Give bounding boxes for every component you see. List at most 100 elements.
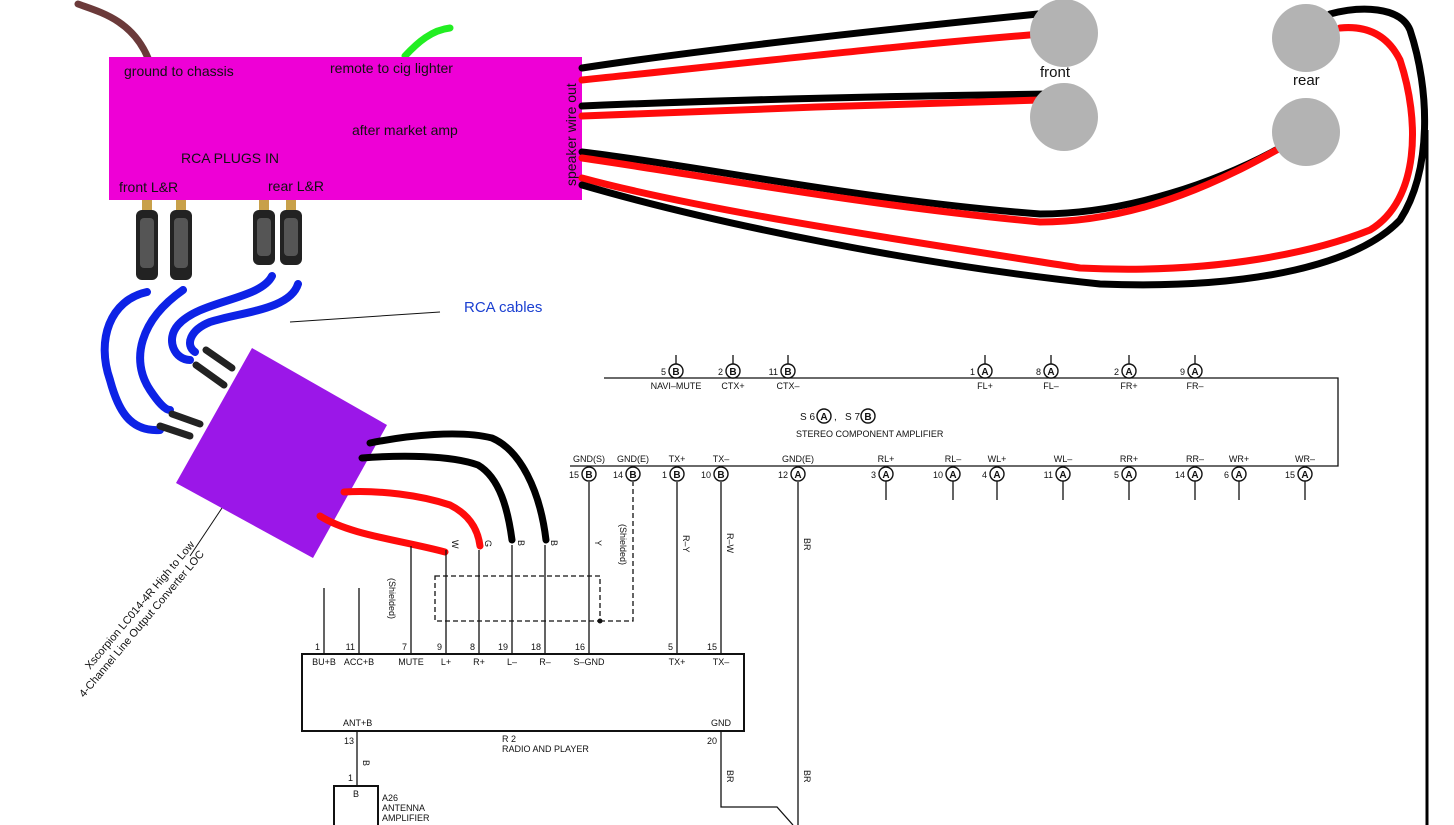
- pin-label: RR–: [1186, 454, 1204, 464]
- pin-conn: A: [949, 470, 956, 481]
- pin-label: FL–: [1043, 381, 1059, 391]
- antenna-conn: B: [353, 789, 359, 799]
- wire-tag-br2: BR: [725, 770, 735, 783]
- pin-conn: A: [981, 367, 988, 378]
- stereo-amp-bottom-pin: GND(S)B15: [569, 454, 605, 482]
- pin-label: GND(E): [617, 454, 649, 464]
- pin-number: 9: [437, 642, 442, 652]
- pin-number: 14: [613, 470, 623, 480]
- wire-tag-br1: BR: [802, 538, 812, 551]
- pin-label: L–: [507, 657, 517, 667]
- pin-conn: B: [729, 367, 736, 378]
- pin-number: 10: [701, 470, 711, 480]
- stereo-amp-bottom-pin: RR+A5: [1114, 454, 1138, 500]
- ground-label: ground to chassis: [124, 63, 234, 79]
- pin-conn: B: [673, 470, 680, 481]
- stereo-amp-bottom-pin: WR+A6: [1224, 454, 1249, 500]
- pin-conn: B: [672, 367, 679, 378]
- stereo-amp-s6-conn: A: [820, 412, 827, 423]
- rca-plug-front-l: [136, 200, 158, 280]
- pin-label: CTX–: [776, 381, 799, 391]
- pin-conn: B: [717, 470, 724, 481]
- pin-conn: A: [882, 470, 889, 481]
- pin-conn: A: [794, 470, 801, 481]
- pin-conn: B: [585, 470, 592, 481]
- remote-label: remote to cig lighter: [330, 60, 453, 76]
- pin-conn: A: [1301, 470, 1308, 481]
- wire-tag-w: W: [450, 540, 460, 549]
- pin-label: TX+: [669, 454, 686, 464]
- pin-number: 15: [1285, 470, 1295, 480]
- stereo-amp-bottom-pin: WL+A4: [982, 454, 1006, 500]
- rca-plug-front-r: [170, 200, 192, 280]
- converter-input-plugs: [156, 346, 236, 440]
- antenna-line2: AMPLIFIER: [382, 813, 430, 823]
- pin-number: 11: [1044, 470, 1053, 480]
- pin-number: 15: [569, 470, 579, 480]
- antenna-pin: 1: [348, 773, 353, 783]
- radio-pin: 16S–GND: [573, 642, 605, 667]
- rca-cables-pointer: [289, 311, 441, 323]
- pin-number: 4: [982, 470, 987, 480]
- rear-lr-label: rear L&R: [268, 178, 324, 194]
- pin-number: 1: [662, 470, 667, 480]
- radio-pin: 9L+: [437, 642, 451, 667]
- pin-number: 1: [970, 367, 975, 377]
- pin-label: RL–: [945, 454, 962, 464]
- pin-number: 2: [718, 367, 723, 377]
- pin-conn: A: [1059, 470, 1066, 481]
- pin-number: 12: [778, 470, 788, 480]
- front-lr-label: front L&R: [119, 179, 178, 195]
- radio-name: RADIO AND PLAYER: [502, 744, 589, 754]
- stereo-amp-s6: S 6: [800, 412, 815, 423]
- rca-cables-label: RCA cables: [464, 299, 542, 316]
- pin-conn: B: [784, 367, 791, 378]
- rca-plug-rear-l: [253, 200, 275, 265]
- antenna-amplifier-box: [333, 785, 379, 825]
- radio-pin: 8R+: [470, 642, 485, 667]
- antenna-id: A26: [382, 793, 398, 803]
- stereo-amp-top-pins: B5NAVI–MUTEB2CTX+B11CTX–A1FL+A8FL–A2FR+A…: [651, 355, 1204, 391]
- rca-in-label: RCA PLUGS IN: [181, 150, 279, 166]
- pin-number: 2: [1114, 367, 1119, 377]
- wire-tag-y: Y: [593, 540, 603, 546]
- wire-tag-ry: R–Y: [681, 535, 691, 553]
- pin-number: 16: [575, 642, 585, 652]
- radio-pin: 19L–: [498, 642, 517, 667]
- radio-ant-num: 13: [344, 736, 354, 746]
- converter-output-wires: [316, 430, 550, 556]
- pin-label: WL+: [988, 454, 1007, 464]
- shielded-label-2: (Shielded): [387, 578, 397, 619]
- pin-number: 6: [1224, 470, 1229, 480]
- pin-conn: A: [1191, 470, 1198, 481]
- pin-label: BU+B: [312, 657, 336, 667]
- pin-label: R+: [473, 657, 485, 667]
- pin-number: 5: [1114, 470, 1119, 480]
- stereo-amp-bottom-pin: GND(E) A 12: [778, 454, 814, 482]
- pin-number: 15: [707, 642, 717, 652]
- pin-number: 3: [871, 470, 876, 480]
- pin-label: TX–: [713, 454, 730, 464]
- pin-conn: A: [1125, 470, 1132, 481]
- speaker-out-label: speaker wire out: [563, 83, 579, 186]
- wire-tag-ant-b: B: [361, 760, 371, 766]
- pin-label: GND(E): [782, 454, 814, 464]
- pin-label: TX–: [713, 657, 730, 667]
- stereo-amp-sep: ,: [834, 412, 837, 423]
- converter-label-line2: 4-Channel Line Output Converter LOC: [77, 548, 207, 700]
- pin-label: R–: [539, 657, 551, 667]
- stereo-amp-s7-conn: B: [864, 412, 871, 423]
- radio-pins: 1BU+B11ACC+B7MUTE9L+8R+19L–18R–16S–GND5T…: [312, 642, 729, 667]
- pin-label: FR+: [1120, 381, 1137, 391]
- pin-label: RL+: [878, 454, 895, 464]
- pin-label: NAVI–MUTE: [651, 381, 702, 391]
- remote-wire: [401, 24, 454, 60]
- front-speaker-1: [1030, 0, 1098, 67]
